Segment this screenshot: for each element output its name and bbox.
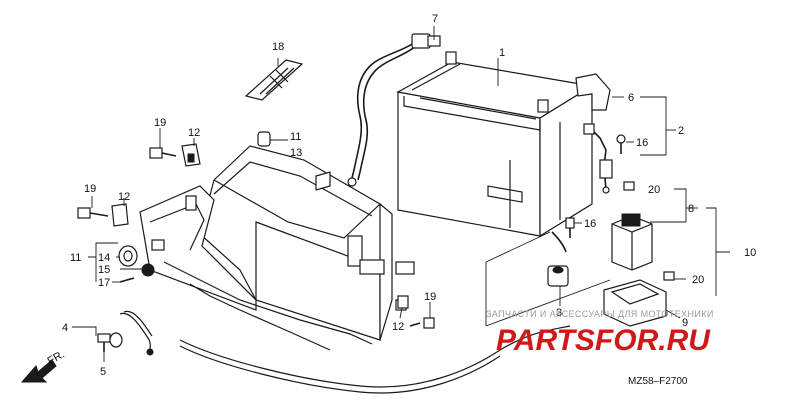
clip-12-upper (181, 143, 201, 167)
front-arrow-icon: FR. (20, 348, 67, 383)
watermark-brand: PARTSFOR.RU (496, 324, 711, 357)
grommet-15 (141, 263, 155, 277)
front-label: FR. (46, 348, 67, 367)
callout-6: 6 (628, 92, 634, 104)
leader-lines (72, 26, 730, 362)
negative-cable (347, 33, 441, 187)
callout-12-upper: 12 (188, 127, 200, 139)
bolt-19-lower (409, 317, 435, 329)
battery-strap (244, 59, 304, 101)
callout-14: 14 (98, 252, 110, 264)
callout-16-upper: 16 (636, 137, 648, 149)
screw-16-mid (565, 217, 575, 238)
starter-cable-3 (547, 231, 569, 287)
bolt-19-left (77, 207, 109, 219)
fuse-20-lower (663, 271, 675, 281)
relay-9 (611, 213, 653, 271)
callout-4: 4 (62, 322, 68, 334)
callout-13: 13 (290, 147, 302, 159)
clip-12-left (111, 203, 129, 227)
callout-15: 15 (98, 264, 110, 276)
callout-numbers: 1 2 3 4 5 6 7 8 9 10 11 11 12 12 12 13 1… (62, 13, 756, 378)
callout-17: 17 (98, 277, 110, 289)
bolt-5 (97, 332, 123, 352)
clip-12-lower (397, 295, 409, 309)
wire-harness (119, 310, 571, 394)
callout-9: 9 (682, 317, 688, 329)
battery-case (139, 145, 415, 351)
callout-12-lower: 12 (392, 321, 404, 333)
watermark-caption: ЗАПЧАСТИ И АКСЕССУАРЫ ДЛЯ МОТОТЕХНИКИ (486, 309, 714, 319)
battery (396, 51, 594, 238)
watermark: ЗАПЧАСТИ И АКСЕССУАРЫ ДЛЯ МОТОТЕХНИКИ PA… (486, 309, 714, 357)
callout-19-left: 19 (84, 183, 96, 195)
callout-19-upper: 19 (154, 117, 166, 129)
callout-18: 18 (272, 41, 284, 53)
callout-2: 2 (678, 125, 684, 137)
screw-17 (119, 277, 135, 283)
diagram-code: MZ58–F2700 (628, 376, 688, 387)
rubber-grommet (257, 131, 271, 147)
collar-14 (118, 245, 138, 267)
fuse-holder-2 (583, 123, 613, 194)
callout-16-mid: 16 (584, 218, 596, 230)
callout-20-lower: 20 (692, 274, 704, 286)
bolt-19-upper (149, 147, 177, 159)
callout-10: 10 (744, 247, 756, 259)
callout-11-upper: 11 (290, 131, 301, 143)
callout-8: 8 (688, 203, 694, 215)
callout-11-left: 11 (70, 252, 81, 264)
fuse-20-upper (623, 181, 635, 191)
callout-12-left: 12 (118, 191, 130, 203)
callout-20-upper: 20 (648, 184, 660, 196)
relay-cover-6 (575, 73, 611, 111)
callout-5: 5 (100, 366, 106, 378)
screw-16-upper (616, 134, 626, 154)
callout-19-lower: 19 (424, 291, 436, 303)
callout-3: 3 (556, 307, 562, 319)
callout-1: 1 (499, 47, 505, 59)
callout-7: 7 (432, 13, 438, 25)
fuse-box-9 (603, 279, 667, 327)
